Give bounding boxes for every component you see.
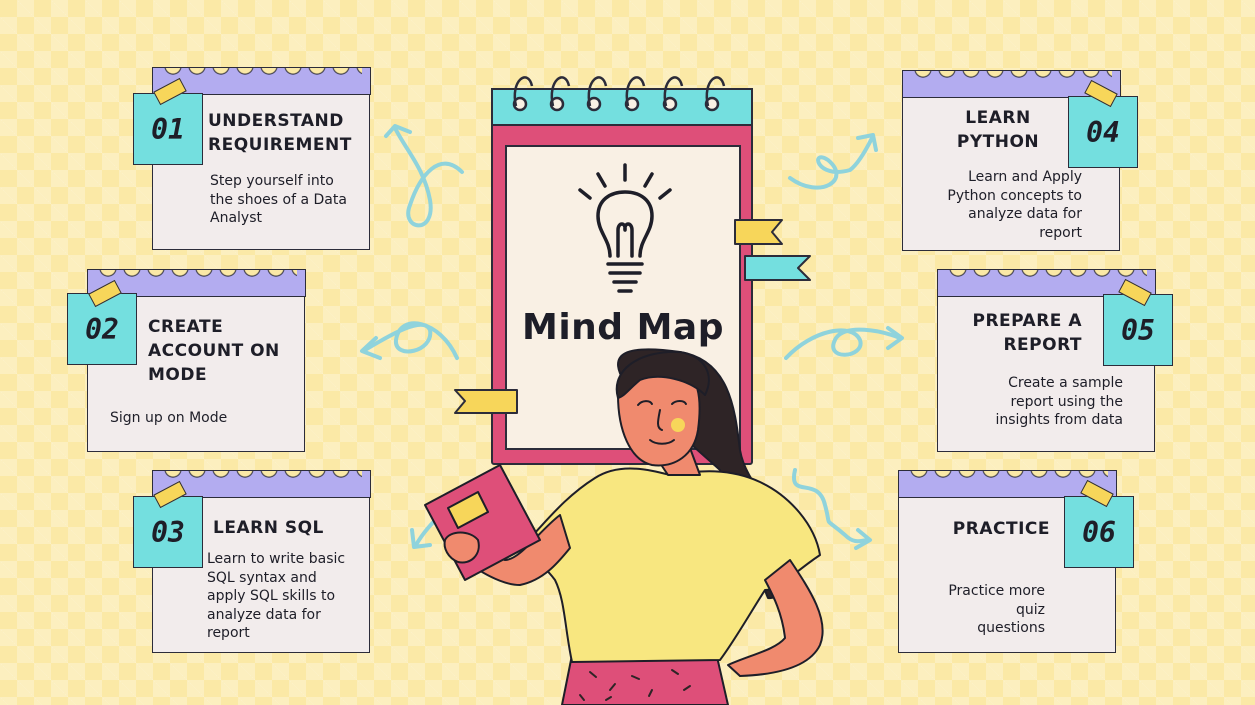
right-arm bbox=[727, 559, 824, 677]
step-title-01: UNDERSTAND REQUIREMENT bbox=[208, 111, 352, 155]
bookmark-cyan-right bbox=[744, 255, 811, 281]
step-number-box-05: 05 bbox=[1103, 294, 1173, 366]
card-binding bbox=[897, 470, 1117, 498]
shirt bbox=[519, 467, 821, 663]
arrow-to-step-01 bbox=[384, 124, 464, 228]
step-card-05 bbox=[936, 269, 1156, 452]
card-binding bbox=[151, 470, 371, 498]
step-description-05: Create a sample report using the insight… bbox=[995, 375, 1123, 429]
step-title-04: LEARN PYTHON bbox=[956, 108, 1040, 152]
step-number-05: 05 bbox=[1121, 313, 1155, 347]
step-number-06: 06 bbox=[1082, 515, 1116, 549]
step-description-02: Sign up on Mode bbox=[110, 410, 228, 426]
step-description-06: Practice more quiz questions bbox=[948, 583, 1045, 637]
step-description-03: Learn to write basic SQL syntax and appl… bbox=[207, 551, 346, 642]
step-description-01: Step yourself into the shoes of a Data A… bbox=[210, 173, 347, 227]
arrow-to-step-04 bbox=[788, 133, 878, 190]
step-title-02: CREATE ACCOUNT ON MODE bbox=[148, 317, 280, 385]
step-number-02: 02 bbox=[85, 312, 119, 346]
step-number-box-06: 06 bbox=[1064, 496, 1134, 568]
bookmark-yellow-right bbox=[734, 219, 783, 245]
arrow-to-step-02 bbox=[360, 321, 459, 360]
mind-map-title: Mind Map bbox=[522, 307, 724, 348]
bookmark-yellow-left bbox=[454, 389, 518, 414]
step-number-01: 01 bbox=[151, 112, 185, 146]
lightbulb-icon bbox=[578, 163, 672, 293]
step-title-06: PRACTICE bbox=[952, 519, 1050, 539]
step-title-03: LEARN SQL bbox=[213, 518, 324, 538]
arrow-to-step-05 bbox=[784, 326, 904, 360]
step-number-box-01: 01 bbox=[133, 93, 203, 165]
step-title-05: PREPARE A REPORT bbox=[972, 311, 1082, 355]
step-card-03 bbox=[151, 470, 371, 653]
step-number-box-03: 03 bbox=[133, 496, 203, 568]
arrow-to-step-06 bbox=[791, 468, 872, 550]
card-binding bbox=[86, 269, 306, 297]
step-card-04 bbox=[901, 70, 1121, 251]
step-number-03: 03 bbox=[151, 515, 185, 549]
step-number-box-04: 04 bbox=[1068, 96, 1138, 168]
card-binding bbox=[901, 70, 1121, 98]
card-binding bbox=[151, 67, 371, 95]
step-number-04: 04 bbox=[1086, 115, 1120, 149]
step-description-04: Learn and Apply Python concepts to analy… bbox=[947, 169, 1082, 241]
